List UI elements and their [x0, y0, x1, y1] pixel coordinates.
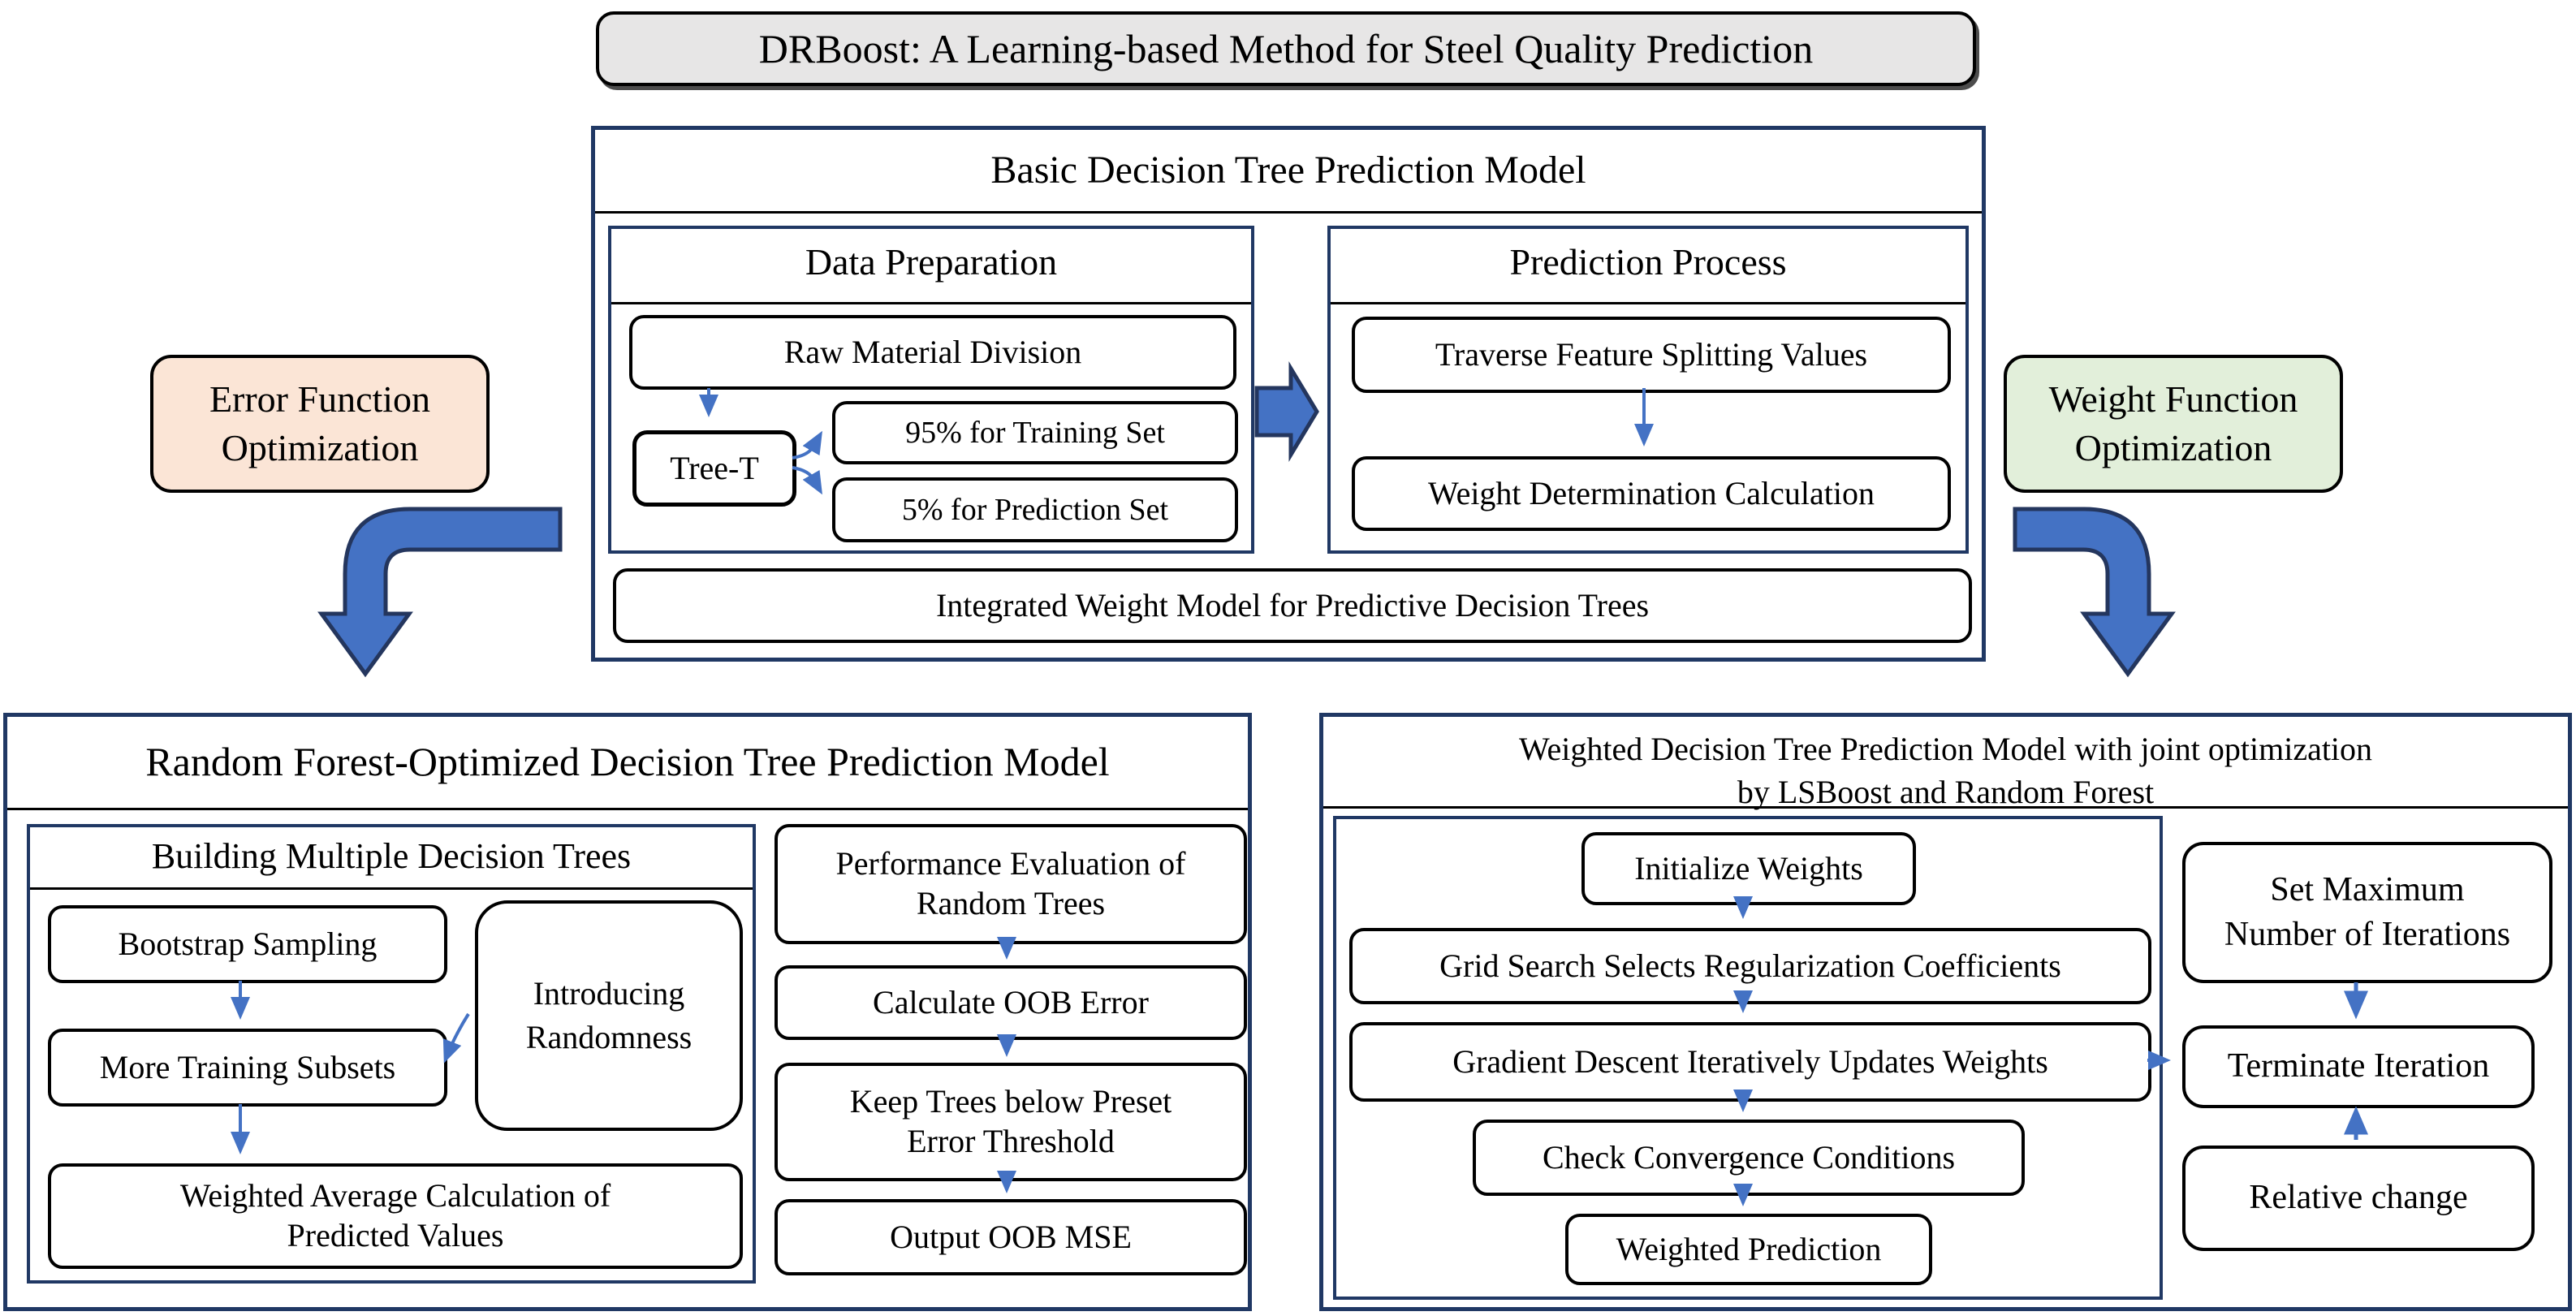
bootstrap-sampling-box: Bootstrap Sampling — [48, 905, 447, 983]
check-convergence-box: Check Convergence Conditions — [1473, 1120, 2025, 1196]
building-trees-title: Building Multiple Decision Trees — [151, 836, 632, 876]
weighted-model-container: Weighted Decision Tree Prediction Model … — [1319, 713, 2572, 1311]
more-training-subsets-box: More Training Subsets — [48, 1029, 447, 1107]
main-title: DRBoost: A Learning-based Method for Ste… — [596, 11, 1976, 86]
weighted-model-title: Weighted Decision Tree Prediction Model … — [1518, 731, 2373, 810]
weight-function-optimization-box: Weight Function Optimization — [2004, 355, 2343, 493]
weight-determination-box: Weight Determination Calculation — [1352, 456, 1951, 531]
weighted-prediction-box: Weighted Prediction — [1565, 1214, 1932, 1285]
main-title-label: DRBoost: A Learning-based Method for Ste… — [758, 25, 1814, 71]
arrow-elbow-down-right-icon — [2013, 507, 2176, 678]
random-forest-model-container: Random Forest-Optimized Decision Tree Pr… — [3, 713, 1252, 1311]
divider — [1331, 302, 1965, 304]
set-maximum-iterations-box: Set Maximum Number of Iterations — [2182, 842, 2552, 983]
data-preparation-title: Data Preparation — [805, 241, 1058, 283]
output-oob-mse-box: Output OOB MSE — [775, 1199, 1247, 1275]
arrow-elbow-down-left-icon — [317, 507, 563, 678]
divider — [30, 887, 753, 890]
training-set-box: 95% for Training Set — [832, 401, 1238, 464]
integrated-weight-model-box: Integrated Weight Model for Predictive D… — [613, 568, 1972, 643]
basic-model-title: Basic Decision Tree Prediction Model — [990, 149, 1586, 192]
error-function-optimization-box: Error Function Optimization — [150, 355, 490, 493]
traverse-feature-box: Traverse Feature Splitting Values — [1352, 317, 1951, 393]
initialize-weights-box: Initialize Weights — [1581, 832, 1916, 905]
introducing-randomness-box: Introducing Randomness — [475, 900, 743, 1131]
random-forest-model-title: Random Forest-Optimized Decision Tree Pr… — [145, 739, 1110, 784]
prediction-process-title: Prediction Process — [1509, 241, 1787, 283]
prediction-process-panel: Prediction Process Traverse Feature Spli… — [1327, 226, 1969, 554]
keep-trees-threshold-box: Keep Trees below Preset Error Threshold — [775, 1063, 1247, 1181]
data-preparation-panel: Data Preparation Raw Material Division T… — [608, 226, 1254, 554]
divider — [611, 302, 1251, 304]
gradient-descent-box: Gradient Descent Iteratively Updates Wei… — [1349, 1022, 2151, 1102]
prediction-set-box: 5% for Prediction Set — [832, 477, 1238, 542]
divider — [1323, 806, 2568, 809]
weighted-average-box: Weighted Average Calculation of Predicte… — [48, 1163, 743, 1269]
terminate-iteration-box: Terminate Iteration — [2182, 1025, 2535, 1108]
building-trees-panel: Building Multiple Decision Trees Bootstr… — [27, 824, 756, 1284]
basic-model-container: Basic Decision Tree Prediction Model Dat… — [591, 126, 1986, 662]
relative-change-box: Relative change — [2182, 1146, 2535, 1251]
calculate-oob-error-box: Calculate OOB Error — [775, 965, 1247, 1040]
performance-evaluation-box: Performance Evaluation of Random Trees — [775, 824, 1247, 944]
tree-t-box: Tree-T — [632, 430, 796, 507]
divider — [595, 211, 1982, 214]
weighted-steps-panel: Initialize Weights Grid Search Selects R… — [1333, 816, 2163, 1300]
grid-search-box: Grid Search Selects Regularization Coeff… — [1349, 928, 2151, 1004]
divider — [7, 808, 1248, 810]
raw-material-division-box: Raw Material Division — [629, 315, 1236, 390]
